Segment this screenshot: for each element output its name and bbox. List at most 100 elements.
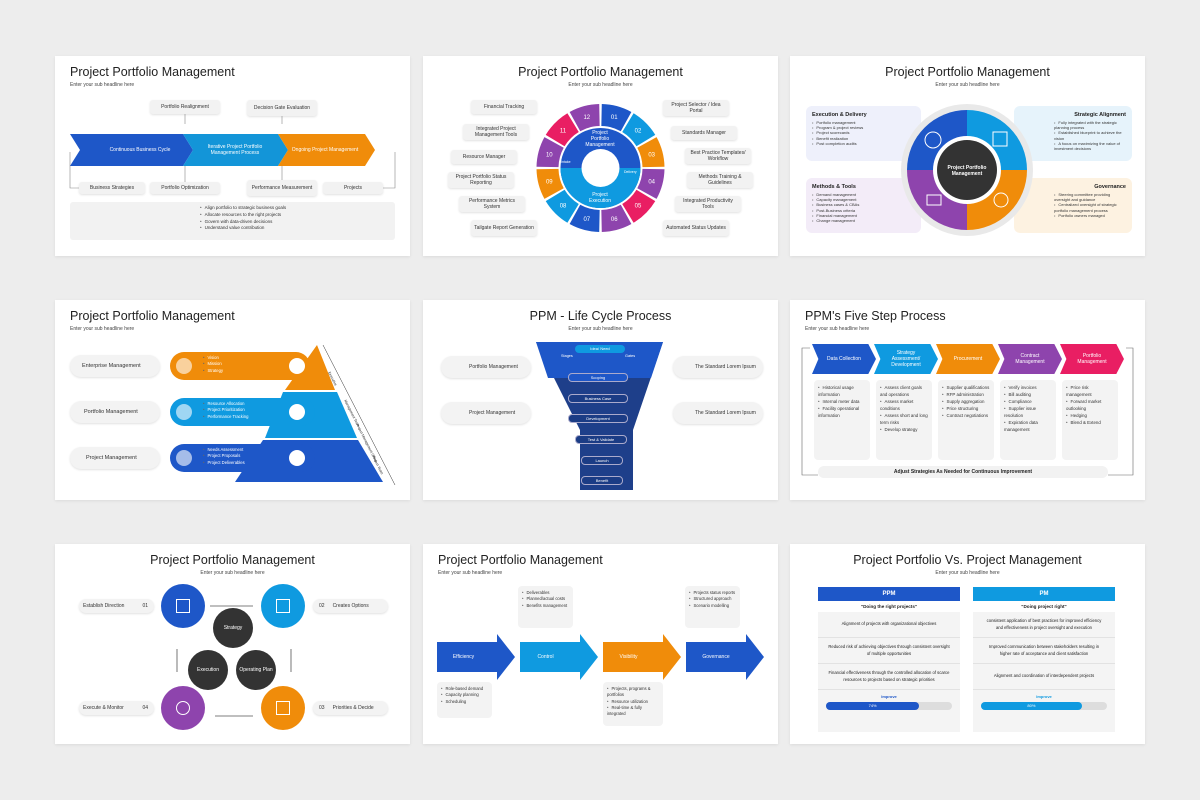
progress-bar: 80% [981, 702, 1107, 710]
box-strategic: Strategic Alignment Fully integrated wit… [1014, 106, 1132, 161]
box-title: Execution & Delivery [812, 112, 867, 118]
wheel-segment [569, 204, 600, 232]
stages-label: Stages [561, 354, 573, 358]
box-items: Portfolio managementProgram & project re… [812, 120, 915, 146]
left-item: Resource Manager [451, 150, 517, 164]
bullet-item: Demand management [812, 192, 915, 197]
wheel-segment [545, 189, 579, 223]
step-items: Supplier qualificationsRFP administratio… [938, 380, 994, 460]
slide-title: Project Portfolio Management [150, 553, 315, 567]
slide-title: PPM - Life Cycle Process [529, 309, 672, 323]
slide-subtitle: Enter your sub headline here [805, 326, 870, 332]
wheel-segment [569, 104, 600, 132]
right-item: Project Selector / Idea Portal [663, 100, 729, 116]
level-label: Enterprise Management [70, 355, 160, 377]
num: 02 [319, 603, 325, 609]
slide-ppm-cycle[interactable]: Project Portfolio Management Enter your … [55, 56, 410, 256]
stage-scoping: Scoping [568, 373, 628, 382]
slide-ppm-arrows[interactable]: Project Portfolio Management Enter your … [423, 544, 778, 744]
box-items: Steering committee providing oversight a… [1054, 192, 1126, 218]
slide-subtitle: Enter your sub headline here [70, 82, 135, 88]
chip-icon [289, 450, 305, 466]
right-label: The Standard Lorem Ipsum [673, 402, 763, 424]
arrow-visibility: Visibility [619, 654, 638, 660]
chevron-right-icon [176, 358, 192, 374]
slide-ppm-quadrant[interactable]: Project Portfolio Management Enter your … [790, 56, 1145, 256]
right-item: Standards Manager [671, 126, 737, 140]
intake-label: Intake [561, 160, 571, 164]
level-items: Needs AssessmentProject ProposalsProject… [203, 447, 244, 466]
bullet-item: Verify invoices [1004, 384, 1052, 391]
loop-line [801, 347, 1134, 476]
box-items: Demand managementCapacity managementBusi… [812, 192, 915, 223]
bullet-item: Project Deliverables [203, 460, 244, 466]
bullet-item: Portfolio management [812, 120, 915, 125]
compare-row: Reduced risk of achieving objectives thr… [818, 638, 960, 664]
bullet-item: Assess market conditions [880, 398, 928, 412]
arrow-continuous [70, 134, 193, 166]
segment-number: 11 [560, 129, 567, 135]
slide-subtitle: Enter your sub headline here [935, 82, 1000, 88]
bullet-item: Expiration data management [1004, 419, 1052, 433]
slide-lifecycle[interactable]: PPM - Life Cycle Process Enter your sub … [423, 300, 778, 500]
column-head: PPM [818, 587, 960, 601]
slide-ppm-wheel[interactable]: Project Portfolio Management Enter your … [423, 56, 778, 256]
box-title: Governance [1094, 184, 1126, 190]
outer-label-4: Execute & Monitor 04 [79, 701, 154, 715]
stage-benefit: Benefit [581, 476, 623, 485]
box-methods: Methods & Tools Demand managementCapacit… [806, 178, 921, 233]
gates-label: Gates [625, 354, 636, 358]
slide-title: PPM's Five Step Process [805, 309, 946, 323]
num: 04 [142, 705, 148, 711]
bullet: Align portfolio to strategic business go… [200, 205, 395, 212]
bullet-item: Projects status reports [689, 590, 736, 596]
box-items: Fully integrated with the strategic plan… [1054, 120, 1126, 151]
stage-launch: Launch [581, 456, 623, 465]
step-items: Verify invoicesBill auditingComplianceSu… [1000, 380, 1056, 460]
slide-ppm-pyramid[interactable]: Project Portfolio Management Enter your … [55, 300, 410, 500]
slide-ppm-vs-pm[interactable]: Project Portfolio Vs. Project Management… [790, 544, 1145, 744]
bullet-item: Assess short and long term risks [880, 412, 928, 426]
label: Creates Options [332, 603, 369, 609]
step-items: Assess client goals and operationsAssess… [876, 380, 932, 460]
arrow-label-3: Ongoing Project Management [291, 147, 359, 153]
box-governance: Governance Steering committee providing … [1014, 178, 1132, 233]
right-item: Best Practice Templates/ Workflow [685, 148, 751, 164]
bullet-item: RFP administration [942, 391, 990, 398]
direction-arrows-icon [176, 599, 190, 613]
arrow-efficiency: Efficiency [452, 654, 475, 660]
bullet-item: A focus on maximizing the value of inves… [1054, 141, 1126, 151]
slide-subtitle: Enter your sub headline here [70, 326, 135, 332]
wheel-segment [601, 204, 632, 232]
bullet-item: Resource utilization [607, 699, 659, 705]
decision-gate: Decision Gate Evaluation [247, 100, 317, 116]
bullet-item: Supplier qualifications [942, 384, 990, 391]
arrow-row [437, 634, 764, 680]
slide-ppm-circles[interactable]: Project Portfolio Management Enter your … [55, 544, 410, 744]
top-note: DeliverablesPlanned/actual costsBenefits… [518, 586, 573, 628]
bullet-item: Price risk management [1066, 384, 1114, 398]
segment-number: 12 [583, 115, 590, 121]
bullet-item: Structured approach [689, 596, 736, 602]
wheel-segment [622, 113, 656, 147]
label: Execute & Monitor [83, 705, 124, 711]
slide-title: Project Portfolio Management [70, 309, 235, 323]
bullet-item: Bill auditing [1004, 391, 1052, 398]
segment-number: 05 [635, 203, 642, 209]
left-item: Performance Metrics System [459, 196, 525, 212]
level-band-orange [170, 352, 310, 380]
bullet-item: Benefit realization [812, 136, 915, 141]
bullet-item: Forward market outlooking [1066, 398, 1114, 412]
step-items: Price risk managementForward market outl… [1062, 380, 1118, 460]
slide-five-step[interactable]: PPM's Five Step Process Enter your sub h… [790, 300, 1145, 500]
slide-subtitle: Enter your sub headline here [200, 570, 265, 576]
bullet-item: Blend & Extend [1066, 419, 1114, 426]
segment-number: 06 [611, 217, 618, 223]
delivery-label: Delivery [624, 170, 637, 174]
footer-bar: Adjust Strategies As Needed for Continuo… [818, 466, 1108, 478]
arrow-label-1: Continuous Business Cycle [109, 147, 171, 153]
bullet-item: Post-Business criteria [812, 208, 915, 213]
bullet-item: Planned/actual costs [522, 596, 569, 602]
